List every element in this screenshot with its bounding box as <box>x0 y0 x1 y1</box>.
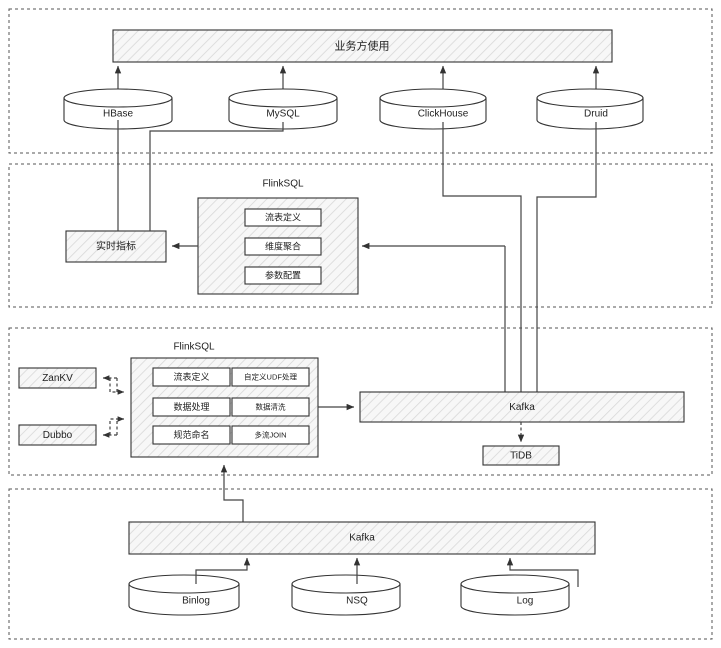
tidb-label: TiDB <box>510 451 532 462</box>
zankv-label: ZanKV <box>42 373 73 384</box>
clickhouse-datastore: ClickHouse <box>379 88 487 130</box>
connector-kafka-to-druid <box>536 122 597 392</box>
metrics-item-0 <box>244 208 322 227</box>
metrics-item-1 <box>244 237 322 256</box>
process-item-left-2 <box>152 425 231 445</box>
connector-bottom-kafka-to-flinksql <box>220 464 244 530</box>
connector-zankv-out <box>109 378 125 395</box>
binlog-datastore: Binlog <box>128 574 240 616</box>
tidb-box <box>482 445 560 466</box>
mysql-datastore: MySQL <box>228 88 338 130</box>
connector-binlog-to-kafka <box>195 557 251 584</box>
metrics-item-1-label: 维度聚合 <box>265 240 301 251</box>
section-processing-layer <box>8 327 713 476</box>
process-item-right-0 <box>231 367 310 387</box>
flinksql-process-title: FlinkSQL <box>173 342 215 353</box>
binlog-label: Binlog <box>182 596 210 607</box>
realtime-metrics-label: 实时指标 <box>96 240 136 253</box>
nsq-label: NSQ <box>346 596 368 607</box>
realtime-metrics-box <box>65 230 167 263</box>
connector-metrics-to-mysql <box>149 122 284 231</box>
section-application-layer <box>8 8 713 154</box>
connector-log-to-kafka <box>506 557 579 587</box>
metrics-item-2 <box>244 266 322 285</box>
dubbo-box <box>18 424 97 446</box>
business-usage-bar <box>112 29 613 63</box>
druid-label: Druid <box>584 109 608 120</box>
hbase-label: HBase <box>103 109 133 120</box>
process-item-right-1-label: 数据清洗 <box>256 401 286 411</box>
process-item-left-1-label: 数据处理 <box>173 401 209 412</box>
process-item-left-0-label: 流表定义 <box>173 371 209 382</box>
clickhouse-label: ClickHouse <box>418 109 469 120</box>
process-item-left-1 <box>152 397 231 417</box>
process-item-right-2 <box>231 425 310 445</box>
flinksql-metrics-title: FlinkSQL <box>262 179 304 190</box>
kafka-bottom-bar <box>128 521 596 555</box>
log-label: Log <box>517 596 534 607</box>
process-item-right-2-label: 多流JOIN <box>254 429 286 439</box>
dubbo-label: Dubbo <box>43 430 73 441</box>
process-item-left-2-label: 规范命名 <box>173 429 209 440</box>
kafka-mid-label: Kafka <box>509 402 535 413</box>
druid-datastore: Druid <box>536 88 644 130</box>
connector-kafka-to-clickhouse <box>442 122 522 392</box>
log-datastore: Log <box>460 574 570 616</box>
metrics-item-2-label: 参数配置 <box>265 269 301 280</box>
metrics-item-0-label: 流表定义 <box>265 211 301 222</box>
section-metrics-layer <box>8 163 713 308</box>
process-item-right-0-label: 自定义UDF处理 <box>244 371 297 381</box>
zankv-box <box>18 367 97 389</box>
process-item-right-1 <box>231 397 310 417</box>
kafka-bottom-label: Kafka <box>349 533 375 544</box>
kafka-mid-bar <box>359 391 685 423</box>
mysql-label: MySQL <box>266 109 300 120</box>
business-usage-label: 业务方使用 <box>335 38 390 52</box>
process-item-left-0 <box>152 367 231 387</box>
nsq-datastore: NSQ <box>291 574 401 616</box>
hbase-datastore: HBase <box>63 88 173 130</box>
section-source-layer <box>8 488 713 640</box>
